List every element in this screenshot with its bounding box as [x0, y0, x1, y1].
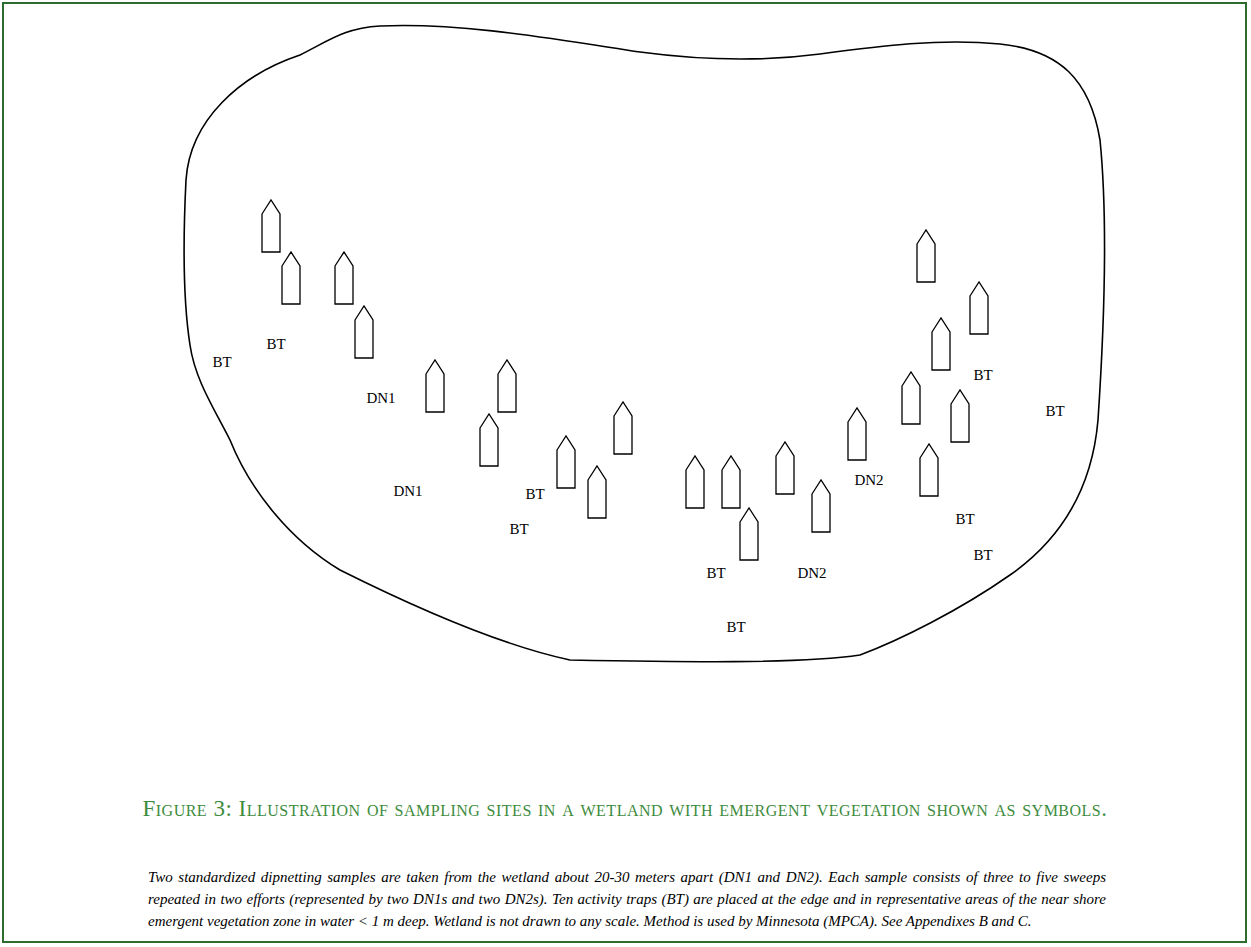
dipnet-site-label: DN1	[366, 391, 395, 406]
emergent-vegetation-symbol	[812, 480, 830, 532]
dipnet-site-label: DN2	[797, 566, 826, 581]
emergent-vegetation-symbol	[557, 436, 575, 488]
emergent-vegetation-symbol	[588, 466, 606, 518]
emergent-vegetation-symbol	[920, 444, 938, 496]
emergent-vegetation-symbol	[740, 508, 758, 560]
trap-site-label: BT	[1045, 404, 1064, 419]
trap-site-label: BT	[525, 487, 544, 502]
emergent-vegetation-symbol	[970, 282, 988, 334]
figure-title: Figure 3: Illustration of sampling sites…	[140, 792, 1110, 826]
emergent-vegetation-symbol	[262, 200, 280, 252]
emergent-vegetation-symbol	[932, 318, 950, 370]
trap-site-label: BT	[509, 522, 528, 537]
vegetation-symbols	[262, 200, 988, 560]
emergent-vegetation-symbol	[498, 360, 516, 412]
emergent-vegetation-symbol	[686, 456, 704, 508]
emergent-vegetation-symbol	[848, 408, 866, 460]
emergent-vegetation-symbol	[902, 372, 920, 424]
emergent-vegetation-symbol	[917, 230, 935, 282]
emergent-vegetation-symbol	[951, 390, 969, 442]
trap-site-label: BT	[706, 566, 725, 581]
trap-site-label: BT	[266, 337, 285, 352]
emergent-vegetation-symbol	[776, 442, 794, 494]
figure-caption: Two standardized dipnetting samples are …	[148, 866, 1106, 932]
dipnet-site-label: DN2	[854, 473, 883, 488]
emergent-vegetation-symbol	[722, 456, 740, 508]
wetland-outline	[184, 25, 1104, 661]
emergent-vegetation-symbol	[355, 306, 373, 358]
emergent-vegetation-symbol	[282, 252, 300, 304]
dipnet-site-label: DN1	[393, 484, 422, 499]
trap-site-label: BT	[212, 355, 231, 370]
emergent-vegetation-symbol	[614, 402, 632, 454]
trap-site-label: BT	[973, 368, 992, 383]
emergent-vegetation-symbol	[335, 252, 353, 304]
trap-site-label: BT	[726, 620, 745, 635]
trap-site-label: BT	[973, 548, 992, 563]
emergent-vegetation-symbol	[426, 360, 444, 412]
emergent-vegetation-symbol	[480, 414, 498, 466]
trap-site-label: BT	[955, 512, 974, 527]
